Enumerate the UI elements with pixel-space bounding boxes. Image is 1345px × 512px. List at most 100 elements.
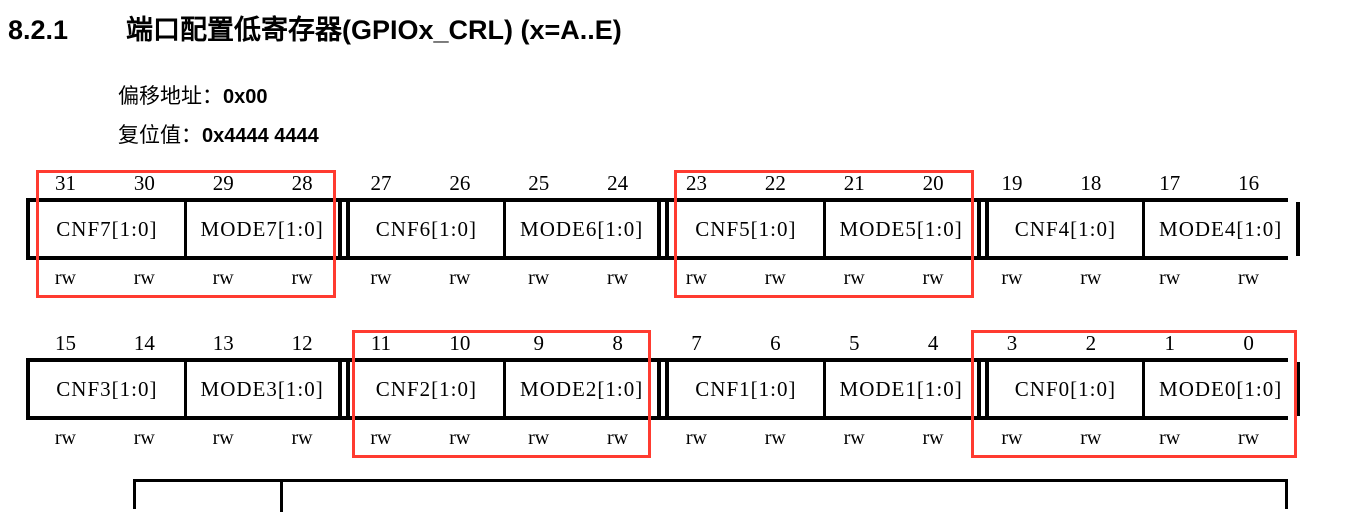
access-label-bit-14: rw bbox=[133, 427, 155, 449]
access-label-bit-20: rw bbox=[922, 267, 944, 289]
bit-number-4: 4 bbox=[927, 331, 939, 355]
bit-number-15: 15 bbox=[54, 331, 76, 355]
access-label-bit-6: rw bbox=[764, 427, 786, 449]
field-cell-mode0: MODE0[1:0] bbox=[1142, 362, 1296, 416]
access-label-bit-8: rw bbox=[607, 427, 629, 449]
field-group: CNF4[1:0] MODE4[1:0] bbox=[984, 202, 1300, 256]
bit-number-25: 25 bbox=[528, 171, 550, 195]
bit-number-3: 3 bbox=[1006, 331, 1018, 355]
bit-number-7: 7 bbox=[691, 331, 702, 355]
access-label-bit-28: rw bbox=[291, 267, 313, 289]
access-label-bit-3: rw bbox=[1001, 427, 1023, 449]
access-label-bit-13: rw bbox=[212, 427, 234, 449]
access-label-bit-9: rw bbox=[528, 427, 550, 449]
bit-number-24: 24 bbox=[607, 171, 629, 195]
access-label-bit-19: rw bbox=[1001, 267, 1023, 289]
access-label-bit-10: rw bbox=[449, 427, 471, 449]
bit-number-18: 18 bbox=[1080, 171, 1102, 195]
offset-address-label: 偏移地址： bbox=[118, 84, 223, 108]
partial-table-below bbox=[133, 479, 1288, 512]
section-title: 端口配置低寄存器(GPIOx_CRL) (x=A..E) bbox=[126, 15, 622, 45]
field-group: CNF0[1:0]MODE0[1:0] bbox=[984, 362, 1300, 416]
field-cell-mode3: MODE3[1:0] bbox=[183, 362, 338, 416]
bit-number-16: 16 bbox=[1238, 171, 1260, 195]
field-cell-cnf1: CNF1[1:0] bbox=[695, 376, 797, 401]
access-label-bit-30: rw bbox=[133, 267, 155, 289]
access-label-bit-29: rw bbox=[212, 267, 234, 289]
reset-value-label: 复位值： bbox=[118, 123, 202, 147]
access-label-bit-26: rw bbox=[449, 267, 471, 289]
bit-number-31: 31 bbox=[54, 171, 76, 195]
section-heading: 8.2.1 端口配置低寄存器(GPIOx_CRL) (x=A..E) bbox=[8, 8, 622, 47]
access-label-bit-18: rw bbox=[1080, 267, 1102, 289]
access-label-bit-12: rw bbox=[291, 427, 313, 449]
field-cell-mode6: MODE6[1:0] bbox=[503, 202, 657, 256]
bit-number-22: 22 bbox=[764, 171, 786, 195]
field-cell-cnf2: CNF2[1:0] bbox=[375, 376, 477, 401]
field-group: CNF2[1:0] MODE2[1:0] bbox=[345, 362, 661, 416]
bit-number-9: 9 bbox=[533, 331, 544, 355]
access-label-bit-4: rw bbox=[922, 427, 944, 449]
bit-number-14: 14 bbox=[133, 331, 155, 355]
bit-number-30: 30 bbox=[133, 171, 155, 195]
field-cell-cnf6: CNF6[1:0] bbox=[375, 216, 477, 241]
access-label-bit-23: rw bbox=[685, 267, 707, 289]
access-label-bit-11: rw bbox=[370, 427, 392, 449]
bit-number-2: 2 bbox=[1085, 331, 1097, 355]
field-cell-cnf3: CNF3[1:0] bbox=[56, 376, 158, 401]
access-label-bit-1: rw bbox=[1159, 427, 1181, 449]
field-cell-mode5: MODE5[1:0] bbox=[822, 202, 977, 256]
field-group: CNF6[1:0] MODE6[1:0] bbox=[345, 202, 661, 256]
field-group: CNF7[1:0] MODE7[1:0] bbox=[26, 202, 342, 256]
field-group: CNF3[1:0] MODE3[1:0] bbox=[26, 362, 342, 416]
bit-number-20: 20 bbox=[922, 171, 944, 195]
field-cell-mode2: MODE2[1:0] bbox=[503, 362, 657, 416]
bit-number-21: 21 bbox=[843, 171, 865, 195]
field-cell-cnf4: CNF4[1:0] bbox=[1014, 216, 1116, 241]
reset-value-value: 0x4444 4444 bbox=[202, 125, 319, 147]
bit-number-5: 5 bbox=[848, 331, 860, 355]
access-label-bit-27: rw bbox=[370, 267, 392, 289]
access-label-bit-2: rw bbox=[1080, 427, 1102, 449]
bit-number-28: 28 bbox=[291, 171, 313, 195]
access-label-bit-15: rw bbox=[54, 427, 76, 449]
bit-number-29: 29 bbox=[212, 171, 234, 195]
bit-number-1: 1 bbox=[1164, 331, 1175, 355]
access-label-bit-24: rw bbox=[607, 267, 629, 289]
field-cell-mode1: MODE1[1:0] bbox=[822, 362, 977, 416]
bit-number-13: 13 bbox=[212, 331, 234, 355]
field-cell-mode4: MODE4[1:0] bbox=[1142, 202, 1296, 256]
bit-number-23: 23 bbox=[685, 171, 707, 195]
field-group: CNF5[1:0] MODE5[1:0] bbox=[665, 202, 981, 256]
bit-number-11: 11 bbox=[370, 331, 392, 355]
bit-number-27: 27 bbox=[370, 171, 392, 195]
access-label-bit-16: rw bbox=[1238, 267, 1260, 289]
bit-number-10: 10 bbox=[449, 331, 471, 355]
access-label-bit-7: rw bbox=[685, 427, 707, 449]
offset-address-line: 偏移地址：0x00 bbox=[118, 80, 268, 110]
register-row-high: 31 30 29 28 27 26 25 24 23 22 21 20 19 18 17 16 CNF7[1:… bbox=[26, 168, 1300, 293]
field-cell-mode7: MODE7[1:0] bbox=[183, 202, 338, 256]
access-label-bit-5: rw bbox=[843, 427, 865, 449]
offset-address-value: 0x00 bbox=[223, 86, 268, 108]
access-label-bit-21: rw bbox=[843, 267, 865, 289]
bit-number-12: 12 bbox=[291, 331, 313, 355]
access-label-bit-31: rw bbox=[54, 267, 76, 289]
access-label-bit-22: rw bbox=[764, 267, 786, 289]
access-label-bit-17: rw bbox=[1159, 267, 1181, 289]
bit-number-26: 26 bbox=[449, 171, 471, 195]
field-group: CNF1[1:0] MODE1[1:0] bbox=[665, 362, 981, 416]
bit-number-8: 8 bbox=[612, 331, 623, 355]
field-cell-cnf7: CNF7[1:0] bbox=[56, 216, 158, 241]
field-cell-cnf5: CNF5[1:0] bbox=[695, 216, 797, 241]
section-number: 8.2.1 bbox=[8, 15, 69, 45]
bit-number-17: 17 bbox=[1159, 171, 1181, 195]
bit-number-row-high: 31 30 29 28 27 26 25 24 23 22 21 20 19 18 17 16 bbox=[26, 168, 1288, 198]
bit-number-19: 19 bbox=[1001, 171, 1023, 195]
reset-value-line: 复位值：0x4444 4444 bbox=[118, 119, 319, 149]
field-cell-row-high: CNF7[1:0]MODE7[1:0]CNF6[1:0]MODE6[1:0]CN… bbox=[26, 198, 1300, 260]
